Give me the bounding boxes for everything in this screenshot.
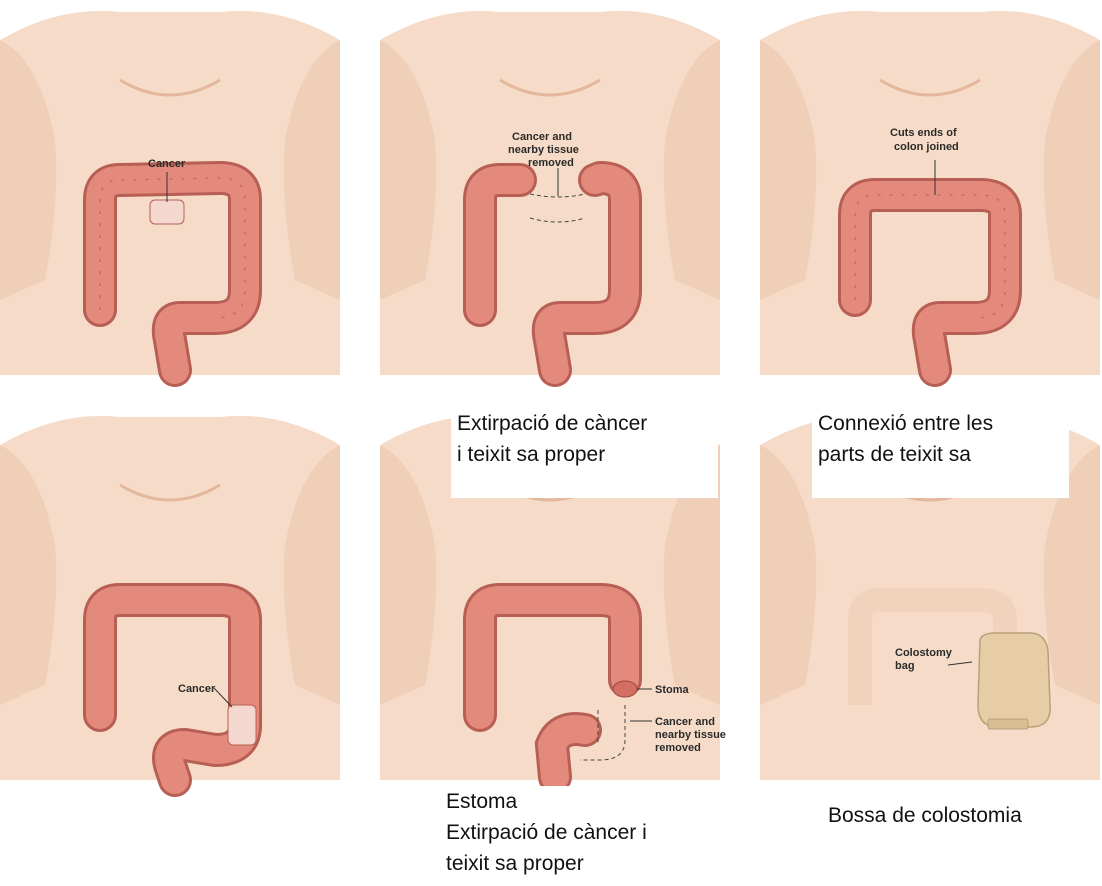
label-joined-1: Cuts ends of	[890, 127, 957, 139]
caption-line: teixit sa proper	[446, 848, 706, 879]
caption-tissue-removed: Extirpació de càncer i teixit sa proper	[451, 408, 718, 498]
colon-illustration-4: Cancer	[0, 405, 340, 780]
label-cancer: Cancer	[148, 158, 186, 170]
label-colostomy: Colostomy	[895, 647, 953, 659]
label-removed-3: removed	[655, 742, 701, 754]
panel-tissue-removed: Cancer and nearby tissue removed	[380, 0, 720, 375]
caption-line: i teixit sa proper	[457, 439, 712, 470]
panel-cancer-transverse: Cancer	[0, 0, 340, 375]
caption-ends-joined: Connexió entre les parts de teixit sa	[812, 408, 1069, 498]
caption-line: Extirpació de càncer i	[446, 817, 706, 848]
tumor	[228, 705, 256, 745]
panel-ends-joined: Cuts ends of colon joined	[760, 0, 1100, 375]
caption-line: Connexió entre les	[818, 408, 1063, 439]
caption-line: parts de teixit sa	[818, 439, 1063, 470]
caption-stoma: Estoma Extirpació de càncer i teixit sa …	[440, 786, 712, 879]
colon-illustration-2: Cancer and nearby tissue removed	[380, 0, 720, 375]
colon-illustration-1: Cancer	[0, 0, 340, 375]
caption-colostomy-bag: Bossa de colostomia	[822, 800, 1074, 831]
label-stoma: Stoma	[655, 684, 690, 696]
panel-cancer-sigmoid: Cancer	[0, 405, 340, 780]
label-cancer: Cancer	[178, 683, 216, 695]
label-removed-2: nearby tissue	[655, 729, 726, 741]
label-removed-1: Cancer and	[655, 716, 715, 728]
label-removed-2: nearby tissue	[508, 144, 579, 156]
label-removed-3: removed	[528, 157, 574, 169]
colostomy-bag	[978, 633, 1050, 727]
tumor	[150, 200, 184, 224]
label-removed-1: Cancer and	[512, 131, 572, 143]
bag-clip	[988, 719, 1028, 729]
caption-line: Estoma	[446, 786, 706, 817]
label-bag: bag	[895, 660, 915, 672]
caption-line: Bossa de colostomia	[828, 800, 1068, 831]
colon-illustration-3: Cuts ends of colon joined	[760, 0, 1100, 375]
stoma	[613, 681, 637, 697]
caption-line: Extirpació de càncer	[457, 408, 712, 439]
label-joined-2: colon joined	[894, 141, 959, 153]
